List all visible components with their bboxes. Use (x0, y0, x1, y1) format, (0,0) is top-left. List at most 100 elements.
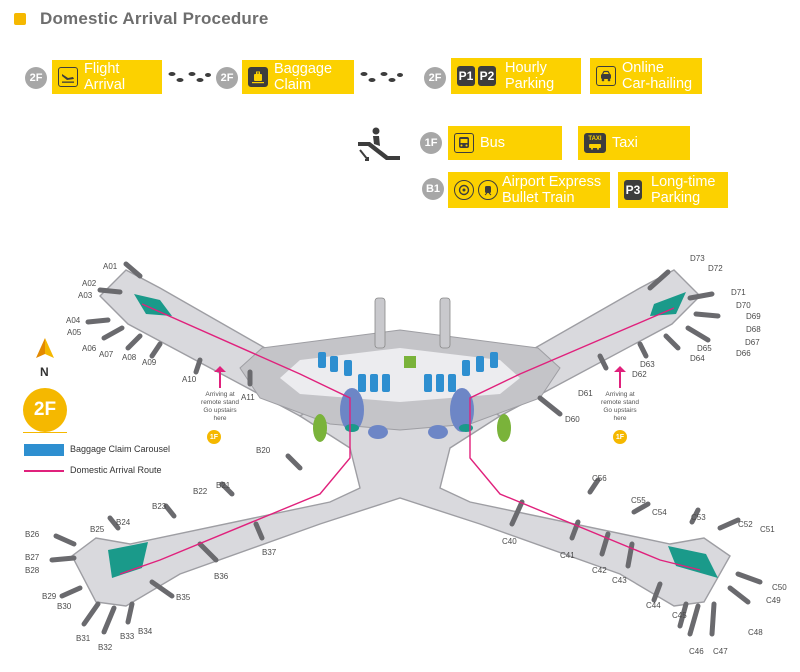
gate-label: D70 (736, 301, 751, 310)
floor-badge-2f: 2F (216, 67, 238, 89)
gate-label: D69 (746, 312, 761, 321)
gate-label: D73 (690, 254, 705, 263)
jet-bridges (49, 261, 763, 637)
step-bus: Bus (448, 126, 562, 160)
gate-label: B27 (25, 553, 40, 562)
gate-label: A06 (82, 344, 97, 353)
train-icon (478, 180, 498, 200)
gate-label: B32 (98, 643, 113, 652)
gate-label: B35 (176, 593, 191, 602)
legend-route-line (24, 470, 64, 472)
step-label: Flight Arrival (84, 61, 126, 93)
gate-label: D61 (578, 389, 593, 398)
pier-carousel (108, 292, 718, 578)
airplane-landing-icon (58, 67, 78, 87)
gate-label: B29 (42, 592, 57, 601)
gate-label: B26 (25, 530, 40, 539)
gate-label: C42 (592, 566, 607, 575)
parking-p1-icon: P1 (457, 66, 475, 86)
step-baggage-claim: Baggage Claim (242, 60, 354, 94)
gate-label: B28 (25, 566, 40, 575)
floor-1f-badge: 1F (207, 430, 221, 444)
express-train-icon (454, 180, 474, 200)
page-title-row: Domestic Arrival Procedure (14, 9, 269, 29)
arrival-route-east (469, 307, 701, 571)
floor-badge-1f: 1F (420, 132, 442, 154)
gate-label: A03 (78, 291, 93, 300)
gate-label: C48 (748, 628, 763, 637)
gate-label: C51 (760, 525, 775, 534)
gate-label: C47 (713, 647, 728, 656)
gate-label: C50 (772, 583, 787, 592)
waiting-area (340, 388, 474, 439)
gate-label: A07 (99, 350, 114, 359)
gate-label: D64 (690, 354, 705, 363)
gate-label: C56 (592, 474, 607, 483)
taxi-icon: TAXI (584, 133, 606, 153)
escalator-down-icon (358, 127, 400, 161)
center-piers (374, 297, 451, 349)
gate-label: D67 (745, 338, 760, 347)
gate-label: A08 (122, 353, 137, 362)
gate-label: D68 (746, 325, 761, 334)
gate-label: C53 (691, 513, 706, 522)
gate-label: D66 (736, 349, 751, 358)
legend-carousel-swatch (24, 444, 64, 456)
gate-label: A10 (182, 375, 197, 384)
floor-badge-2f: 2F (424, 67, 446, 89)
up-arrow-icon (214, 366, 626, 388)
gate-label: B24 (116, 518, 131, 527)
gate-label: D72 (708, 264, 723, 273)
floor-2f-badge: 2F (23, 388, 67, 432)
gate-label: D65 (697, 344, 712, 353)
gate-label: C43 (612, 576, 627, 585)
step-flight-arrival: Flight Arrival (52, 60, 162, 94)
gate-label: C55 (631, 496, 646, 505)
gate-label: B25 (90, 525, 105, 534)
legend-route-label: Domestic Arrival Route (70, 465, 162, 475)
gate-label: A09 (142, 358, 157, 367)
gate-label: C40 (502, 537, 517, 546)
title-bullet (14, 13, 26, 25)
bus-icon (454, 133, 474, 153)
north-arrow-icon (36, 338, 54, 358)
gate-label: C45 (672, 611, 687, 620)
footsteps-icon (360, 72, 403, 82)
floor-badge-2f: 2F (25, 67, 47, 89)
gate-label: A11 (241, 393, 255, 402)
parking-p3-icon: P3 (624, 180, 642, 200)
gate-label: B37 (262, 548, 277, 557)
baggage-icon (248, 67, 268, 87)
step-label: Hourly Parking (505, 60, 555, 92)
gate-label: B21 (216, 481, 231, 490)
car-hailing-icon (596, 66, 616, 86)
gate-label: B36 (214, 572, 229, 581)
step-label: Airport Express Bullet Train (502, 174, 602, 206)
step-hourly-parking: P1 P2 Hourly Parking (451, 58, 581, 94)
remote-stand-note-west: Arriving at remote stand Go upstairs her… (201, 391, 239, 422)
step-label: Online Car-hailing (622, 60, 693, 92)
step-label: Baggage Claim (274, 61, 333, 93)
legend-divider (23, 432, 67, 433)
step-label: Bus (480, 135, 505, 151)
gate-label: B23 (152, 502, 167, 511)
gate-label: B22 (193, 487, 208, 496)
step-taxi: TAXI Taxi (578, 126, 690, 160)
step-label: Taxi (612, 135, 638, 151)
gate-label: D62 (632, 370, 647, 379)
north-label: N (40, 365, 49, 379)
gate-label: B20 (256, 446, 271, 455)
legend-carousel-label: Baggage Claim Carousel (70, 444, 171, 454)
step-online-car-hailing: Online Car-hailing (590, 58, 702, 94)
gate-label: A01 (103, 262, 118, 271)
gate-label: A02 (82, 279, 97, 288)
gate-label: B34 (138, 627, 153, 636)
gate-label: C41 (560, 551, 575, 560)
step-label: Long-time Parking (651, 174, 716, 206)
page-title: Domestic Arrival Procedure (40, 9, 269, 28)
gate-label: C49 (766, 596, 781, 605)
gate-label: D63 (640, 360, 655, 369)
gate-label: D60 (565, 415, 580, 424)
gate-label: C46 (689, 647, 704, 656)
gate-label: D71 (731, 288, 746, 297)
